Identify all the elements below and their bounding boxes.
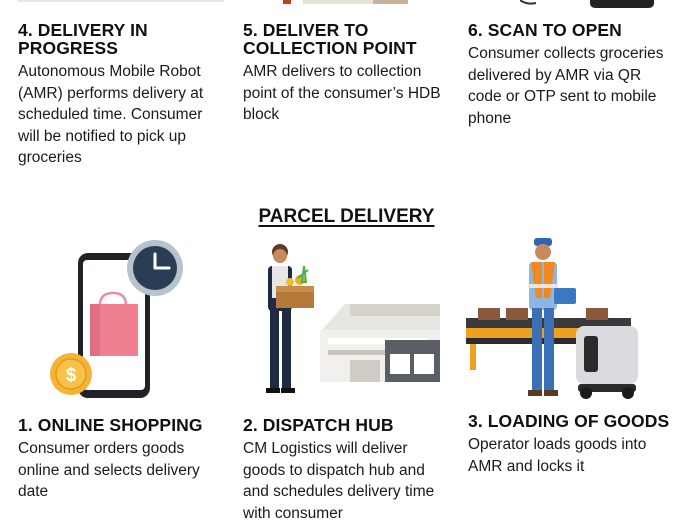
- dispatch-hub-illustration: [250, 242, 440, 397]
- step-card-online-shopping: 1. ONLINE SHOPPING Consumer orders goods…: [18, 416, 233, 503]
- step-title: 1. ONLINE SHOPPING: [18, 415, 203, 435]
- clock-icon: [127, 240, 183, 296]
- cropped-illustration-step-5: [243, 0, 443, 6]
- worker-with-box-icon: [266, 244, 314, 393]
- section-title: PARCEL DELIVERY: [258, 206, 435, 227]
- step-title: 3. LOADING OF GOODS: [468, 411, 670, 431]
- warehouse-icon: [320, 304, 440, 382]
- operator-worker-icon: [528, 238, 576, 396]
- step-card-scan-to-open: 6. SCAN TO OPEN Consumer collects grocer…: [468, 21, 683, 129]
- step-description: Operator loads goods into AMR and locks …: [468, 436, 647, 475]
- step-title: 6. SCAN TO OPEN: [468, 20, 622, 40]
- cropped-illustration-step-4: [18, 0, 224, 4]
- currency-symbol: $: [66, 365, 77, 386]
- shopping-bag-icon: [90, 291, 138, 356]
- step-title: 2. DISPATCH HUB: [243, 415, 394, 435]
- amr-robot-icon: [576, 326, 638, 399]
- step-title: 5. DELIVER TO COLLECTION POINT: [243, 20, 417, 58]
- building-base-icon: [283, 0, 408, 4]
- step-description: Consumer orders goods online and selects…: [18, 440, 200, 501]
- step-description: AMR delivers to collection point of the …: [243, 63, 441, 124]
- dollar-coin-icon: $: [50, 353, 92, 395]
- phone-bottom-icon: [520, 0, 654, 8]
- step-description: Autonomous Mobile Robot (AMR) performs d…: [18, 63, 204, 167]
- step-card-loading-of-goods: 3. LOADING OF GOODS Operator loads goods…: [468, 412, 683, 477]
- section-heading: PARCEL DELIVERY: [0, 206, 693, 228]
- step-card-dispatch-hub: 2. DISPATCH HUB CM Logistics will delive…: [243, 416, 458, 523]
- step-card-delivery-in-progress: 4. DELIVERY IN PROGRESS Autonomous Mobil…: [18, 21, 233, 169]
- step-description: Consumer collects groceries delivered by…: [468, 45, 664, 127]
- step-card-deliver-to-collection-point: 5. DELIVER TO COLLECTION POINT AMR deliv…: [243, 21, 458, 126]
- step-title: 4. DELIVERY IN PROGRESS: [18, 20, 148, 58]
- online-shopping-illustration: $: [45, 238, 190, 403]
- ground-strip-icon: [18, 0, 224, 2]
- loading-of-goods-illustration: [466, 236, 644, 400]
- cropped-illustration-step-6: [520, 0, 660, 10]
- step-description: CM Logistics will deliver goods to dispa…: [243, 440, 435, 522]
